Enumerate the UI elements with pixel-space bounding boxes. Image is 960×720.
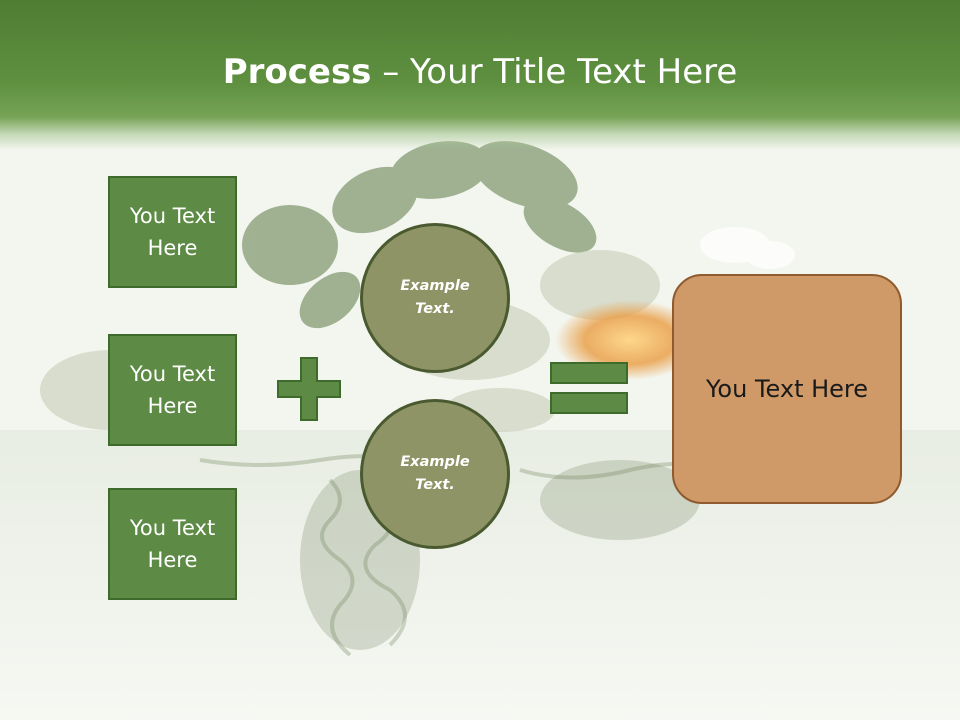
text-box-label: You Text Here (129, 204, 216, 260)
circle-label: Example Text. (400, 454, 470, 493)
equals-icon (550, 362, 628, 414)
example-circle-2: Example Text. (360, 399, 510, 549)
result-label: You Text Here (705, 375, 869, 403)
text-box-1: You Text Here (108, 176, 237, 288)
plus-icon (277, 357, 341, 421)
result-box: You Text Here (672, 274, 902, 504)
title-bar (0, 0, 960, 150)
text-box-2: You Text Here (108, 334, 237, 446)
text-box-label: You Text Here (129, 516, 216, 572)
text-box-label: You Text Here (129, 362, 216, 418)
slide-title: Process – Your Title Text Here (0, 52, 960, 92)
text-box-3: You Text Here (108, 488, 237, 600)
title-bold: Process (222, 52, 372, 92)
circle-label: Example Text. (400, 278, 470, 317)
title-rest: – Your Title Text Here (371, 52, 738, 92)
example-circle-1: Example Text. (360, 223, 510, 373)
